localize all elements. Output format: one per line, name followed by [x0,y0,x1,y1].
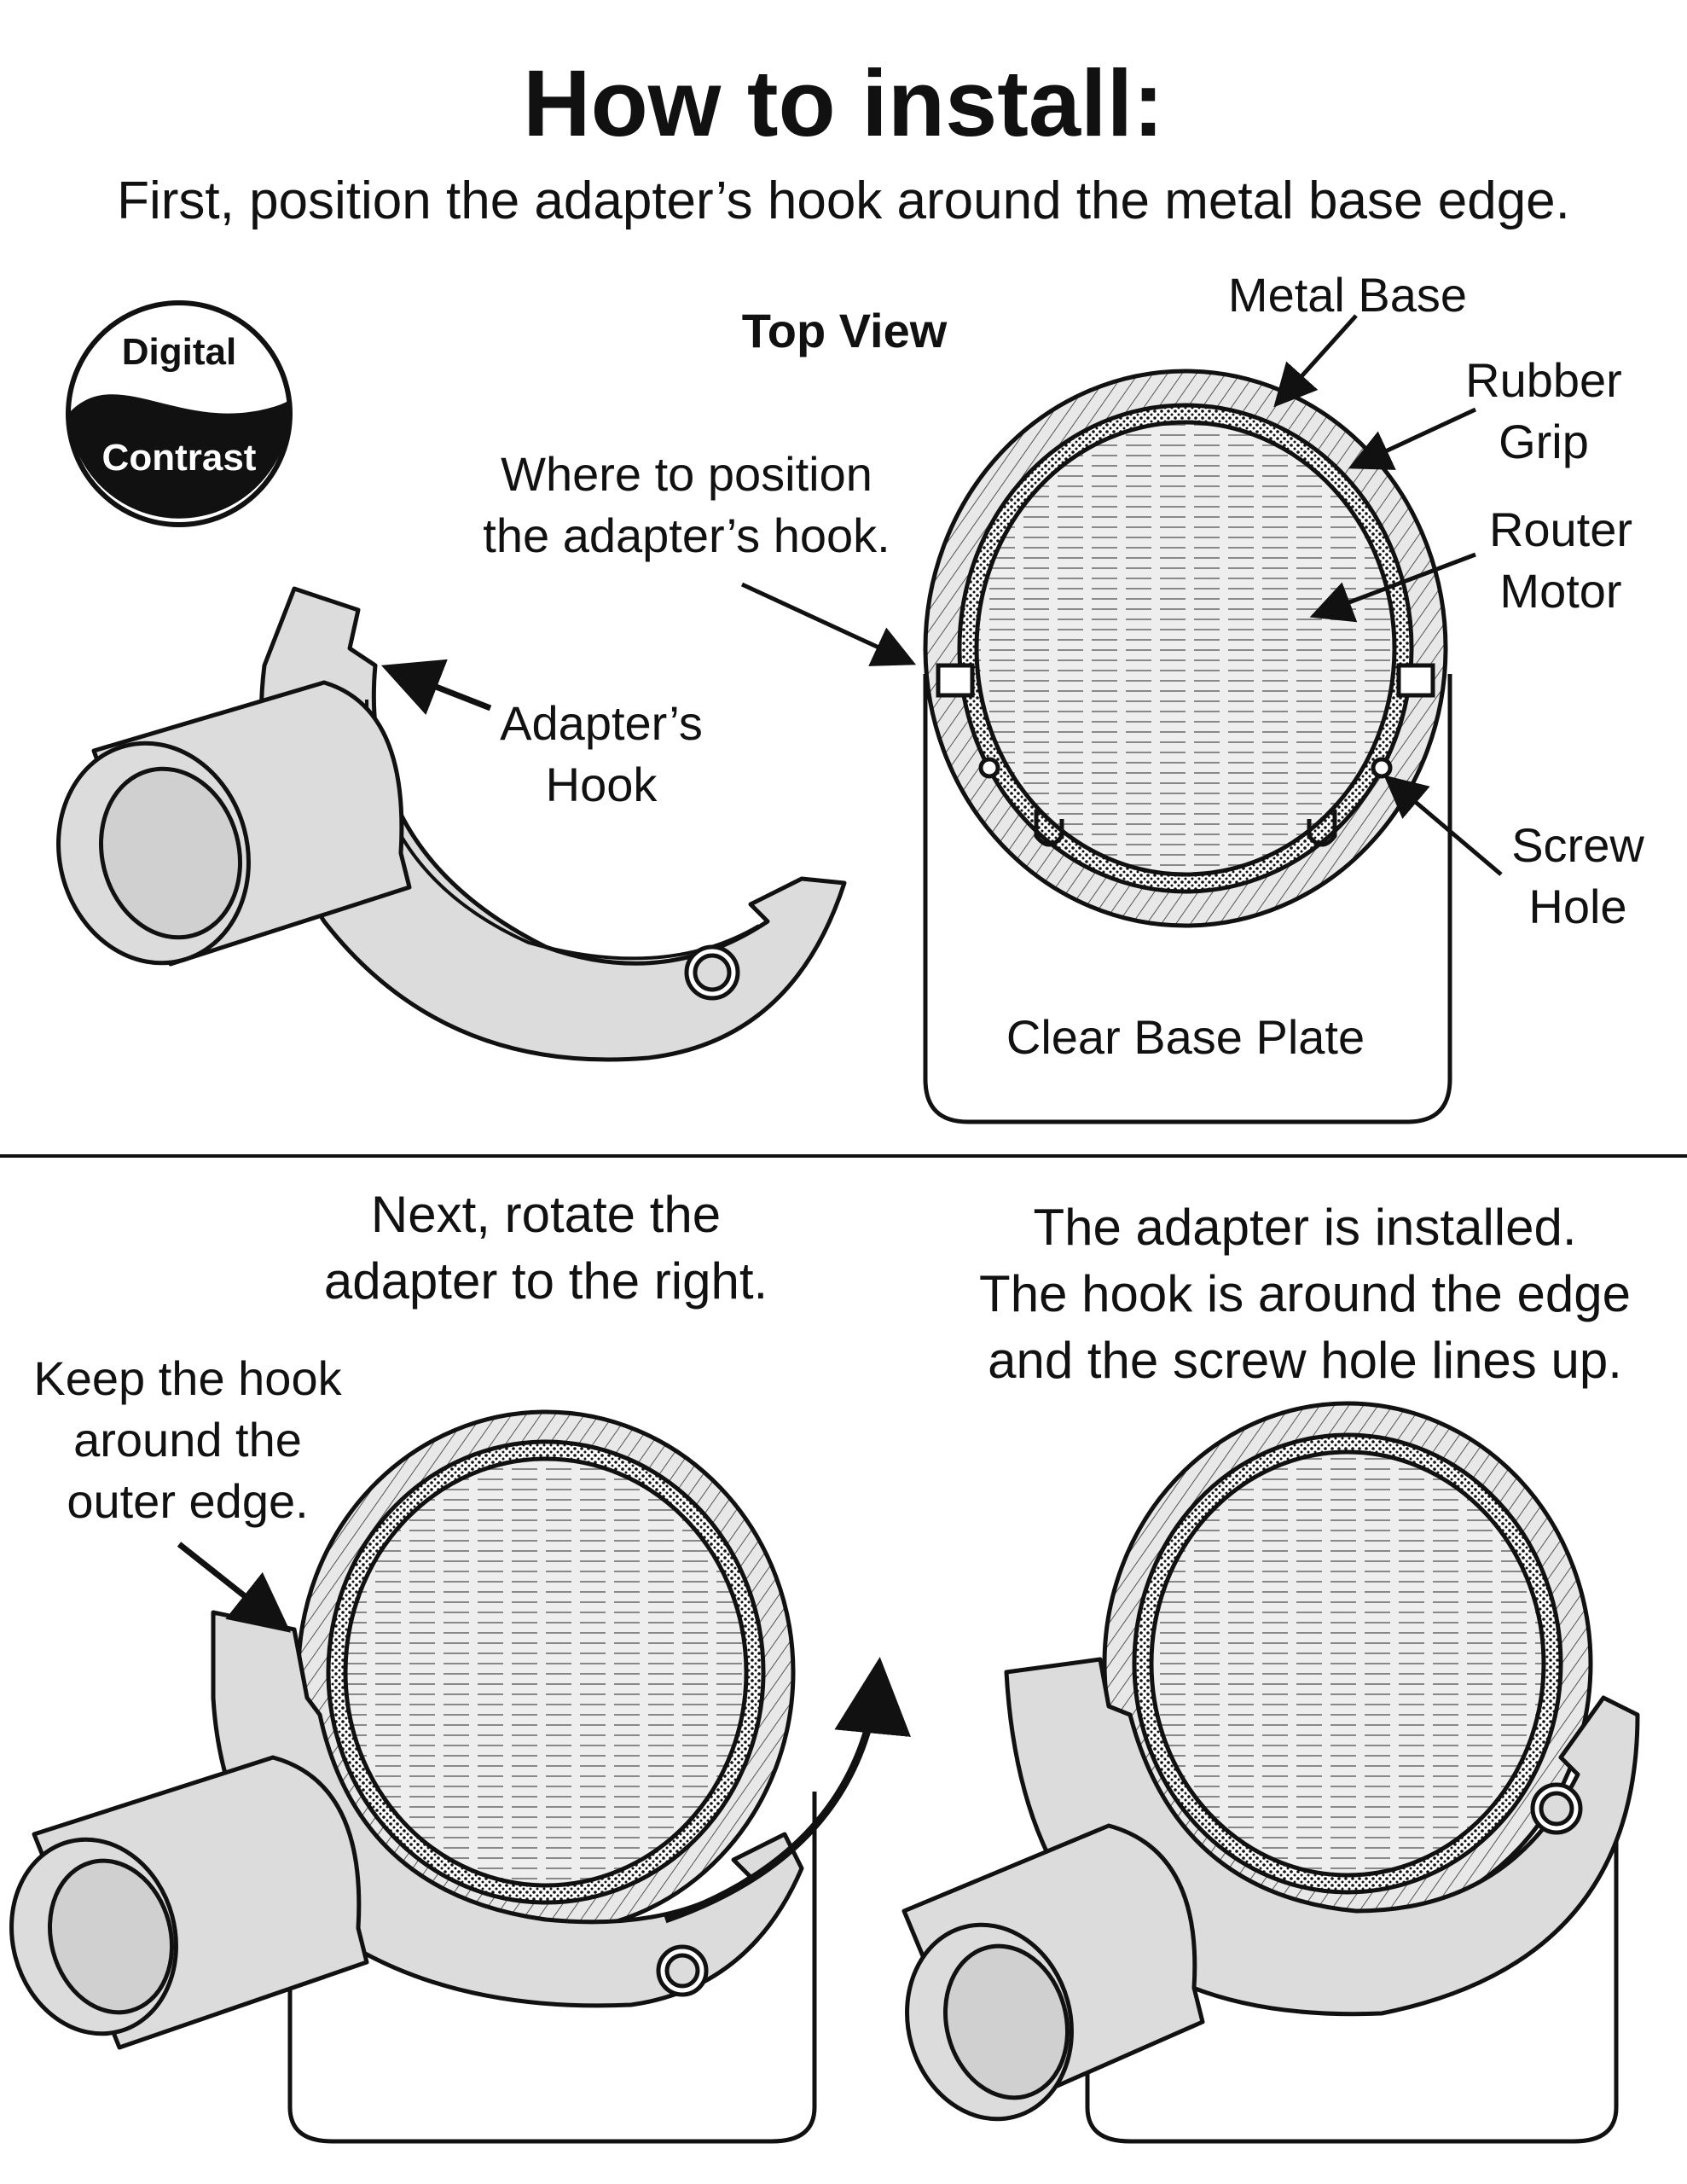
page-title: How to install: [523,51,1164,156]
adapters-hook-arrow [380,659,492,715]
step2-adapter [9,1610,804,2050]
clear-base-plate-label: Clear Base Plate [1006,1010,1365,1064]
logo-bottom-word: Contrast [101,437,257,479]
top-view-router [923,369,1452,1124]
keep-hook-arrow [177,1542,291,1633]
page-subtitle: First, position the adapter’s hook aroun… [117,171,1570,230]
step3-instruction: The adapter is installed.The hook is aro… [979,1199,1631,1389]
step3-adapter [901,1657,1640,2122]
logo-top-word: Digital [121,331,237,373]
top-view-label: Top View [741,304,948,357]
step1-leader-lines [740,314,1503,876]
digital-contrast-logo [66,300,293,527]
rotate-right-arrow [664,1657,911,1924]
adapter-loose [56,586,847,1062]
step2-router [287,1409,817,2144]
screw-hole [978,757,1000,779]
router-motor [974,420,1397,877]
metal-base-label: Metal Base [1227,268,1468,322]
